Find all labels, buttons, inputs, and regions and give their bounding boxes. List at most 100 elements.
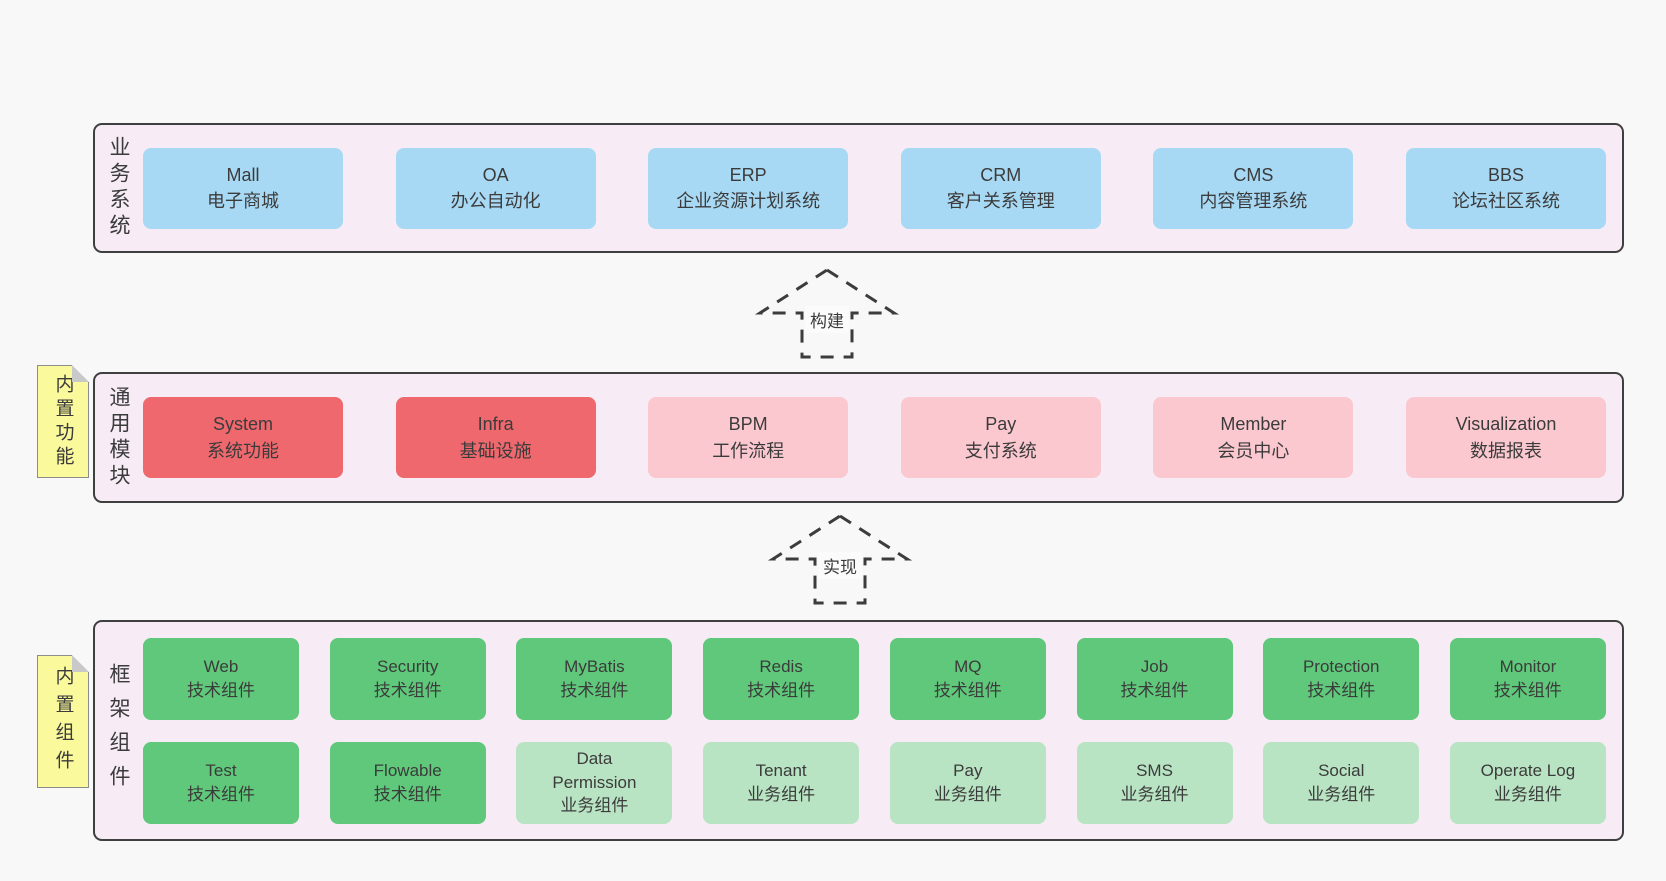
- box-job-en: Job: [1140, 656, 1169, 676]
- box-infra-en: Infra: [477, 414, 514, 435]
- box-mall: Mall 电子商城: [143, 147, 343, 229]
- box-bbs: BBS 论坛社区系统: [1405, 147, 1606, 229]
- box-tenant-en: Tenant: [755, 760, 807, 780]
- box-security-zh: 技术组件: [373, 680, 442, 700]
- note-built-in-features: 内置功能: [37, 365, 89, 478]
- box-mq-zh: 技术组件: [933, 680, 1002, 700]
- common-modules-row: System 系统功能 Infra 基础设施 BPM 工作流程 Pay 支付系统…: [141, 374, 1622, 501]
- box-operate-log-en: Operate Log: [1480, 760, 1576, 780]
- note-fold-icon: [72, 365, 89, 382]
- box-mybatis: MyBatis 技术组件: [516, 637, 673, 720]
- box-tenant: Tenant 业务组件: [703, 741, 860, 824]
- box-pay-component: Pay 业务组件: [889, 741, 1046, 824]
- box-visualization-en: Visualization: [1455, 414, 1557, 435]
- framework-components-row-1: Web 技术组件 Security 技术组件 MyBatis 技术组件 Redi…: [143, 637, 1606, 720]
- section-common-modules-label: 通用模块: [107, 385, 130, 490]
- box-infra-zh: 基础设施: [459, 440, 532, 461]
- section-business-systems: 业务系统 Mall 电子商城 OA 办公自动化 ERP 企业资源计划系统 CRM…: [93, 123, 1624, 253]
- box-security-en: Security: [376, 656, 439, 676]
- box-system-zh: 系统功能: [207, 440, 279, 461]
- box-redis: Redis 技术组件: [703, 637, 860, 720]
- box-erp: ERP 企业资源计划系统: [648, 147, 849, 229]
- section-framework-components: 框架组件 Web 技术组件 Security 技术组件 MyBatis 技术组件…: [93, 620, 1624, 841]
- box-data-permission: Data Permission 业务组件: [516, 741, 673, 824]
- note-built-in-components: 内置组件: [37, 655, 89, 788]
- box-flowable-zh: 技术组件: [373, 784, 442, 804]
- box-mq: MQ 技术组件: [889, 637, 1046, 720]
- box-sms: SMS 业务组件: [1076, 741, 1233, 824]
- box-bbs-en: BBS: [1487, 164, 1524, 185]
- box-visualization-zh: 数据报表: [1469, 440, 1542, 461]
- box-sms-en: SMS: [1136, 760, 1173, 780]
- note-built-in-components-text: 内置组件: [52, 665, 74, 778]
- box-pay-system: Pay 支付系统: [900, 397, 1101, 478]
- box-monitor-zh: 技术组件: [1493, 680, 1562, 700]
- box-bbs-zh: 论坛社区系统: [1451, 191, 1560, 211]
- box-infra: Infra 基础设施: [395, 397, 596, 478]
- box-redis-en: Redis: [759, 656, 803, 676]
- box-operate-log: Operate Log 业务组件: [1449, 741, 1606, 824]
- box-web-zh: 技术组件: [187, 680, 255, 700]
- box-crm-zh: 客户关系管理: [946, 191, 1055, 211]
- up-arrow-dashed-icon: [754, 268, 900, 359]
- box-web: Web 技术组件: [143, 637, 299, 720]
- box-mq-en: MQ: [954, 656, 982, 676]
- box-cms: CMS 内容管理系统: [1153, 147, 1354, 229]
- box-security: Security 技术组件: [329, 637, 486, 720]
- box-social-zh: 业务组件: [1307, 784, 1376, 804]
- box-tenant-zh: 业务组件: [747, 784, 816, 804]
- box-oa-en: OA: [482, 164, 509, 185]
- box-test-zh: 技术组件: [187, 784, 255, 804]
- box-bpm-en: BPM: [728, 414, 768, 435]
- section-common-modules: 通用模块 System 系统功能 Infra 基础设施 BPM 工作流程 Pay…: [93, 372, 1624, 503]
- box-flowable: Flowable 技术组件: [329, 741, 486, 824]
- section-business-systems-label: 业务系统: [107, 136, 130, 240]
- box-oa-zh: 办公自动化: [450, 191, 541, 211]
- box-sms-zh: 业务组件: [1120, 784, 1189, 804]
- box-operate-log-zh: 业务组件: [1493, 784, 1562, 804]
- box-pay-system-zh: 支付系统: [964, 440, 1037, 461]
- box-test: Test 技术组件: [143, 741, 299, 824]
- up-arrow-dashed-icon: [767, 514, 913, 605]
- box-job: Job 技术组件: [1076, 637, 1233, 720]
- implement-arrow-label: 实现: [818, 552, 862, 579]
- box-pay-component-en: Pay: [953, 760, 983, 780]
- box-erp-zh: 企业资源计划系统: [676, 191, 821, 211]
- box-job-zh: 技术组件: [1120, 680, 1189, 700]
- box-visualization: Visualization 数据报表: [1405, 397, 1606, 478]
- box-web-en: Web: [203, 656, 239, 676]
- box-redis-zh: 技术组件: [747, 680, 816, 700]
- box-cms-en: CMS: [1233, 164, 1274, 185]
- box-data-permission-zh: 业务组件: [560, 796, 629, 816]
- box-monitor: Monitor 技术组件: [1449, 637, 1606, 720]
- box-crm-en: CRM: [980, 164, 1022, 185]
- box-flowable-en: Flowable: [373, 760, 442, 780]
- box-bpm: BPM 工作流程: [648, 397, 849, 478]
- implement-arrow: 实现: [765, 512, 915, 607]
- box-test-en: Test: [205, 760, 237, 780]
- box-system: System 系统功能: [143, 397, 343, 478]
- framework-components-grid: Web 技术组件 Security 技术组件 MyBatis 技术组件 Redi…: [141, 622, 1622, 839]
- box-protection: Protection 技术组件: [1263, 637, 1420, 720]
- box-social: Social 业务组件: [1263, 741, 1420, 824]
- box-mall-zh: 电子商城: [207, 191, 279, 211]
- box-mybatis-en: MyBatis: [564, 656, 625, 676]
- box-monitor-en: Monitor: [1499, 656, 1557, 676]
- box-erp-en: ERP: [729, 164, 767, 185]
- framework-components-row-2: Test 技术组件 Flowable 技术组件 Data Permission …: [143, 741, 1606, 824]
- build-arrow-label: 构建: [805, 306, 849, 333]
- box-member: Member 会员中心: [1153, 397, 1354, 478]
- box-pay-component-zh: 业务组件: [933, 784, 1002, 804]
- note-built-in-features-text: 内置功能: [52, 373, 74, 470]
- build-arrow: 构建: [752, 266, 902, 361]
- box-protection-en: Protection: [1302, 656, 1380, 676]
- box-protection-zh: 技术组件: [1307, 680, 1376, 700]
- box-social-en: Social: [1318, 760, 1365, 780]
- box-oa: OA 办公自动化: [395, 147, 596, 229]
- box-mall-en: Mall: [226, 164, 260, 185]
- note-fold-icon: [72, 655, 89, 672]
- box-cms-zh: 内容管理系统: [1199, 191, 1308, 211]
- box-data-permission-en: Data Permission: [552, 748, 637, 792]
- box-mybatis-zh: 技术组件: [560, 680, 629, 700]
- business-systems-row: Mall 电子商城 OA 办公自动化 ERP 企业资源计划系统 CRM 客户关系…: [141, 125, 1622, 251]
